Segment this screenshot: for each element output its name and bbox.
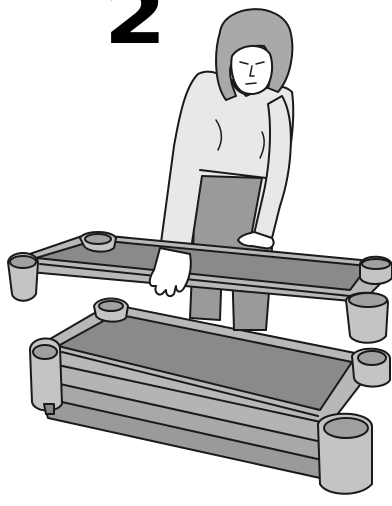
cot-carried-corner-right-cap <box>362 259 390 269</box>
mouth <box>246 83 256 84</box>
cot-carried-corner-left-cap <box>10 256 36 268</box>
cot-stack-corner-front-cap <box>324 418 368 438</box>
cot-stack-corner-right-cap <box>358 351 386 365</box>
cot-carried-corner-back-cap <box>85 234 111 244</box>
cot-stack-corner-left-cap <box>33 345 57 359</box>
step-number: 2 <box>104 0 166 56</box>
cot-carried-corner-front-cap <box>349 293 387 307</box>
cot-stack <box>30 299 390 494</box>
cot-stack-foot <box>44 404 54 414</box>
cot-stack-corner-back-cap <box>99 301 123 311</box>
